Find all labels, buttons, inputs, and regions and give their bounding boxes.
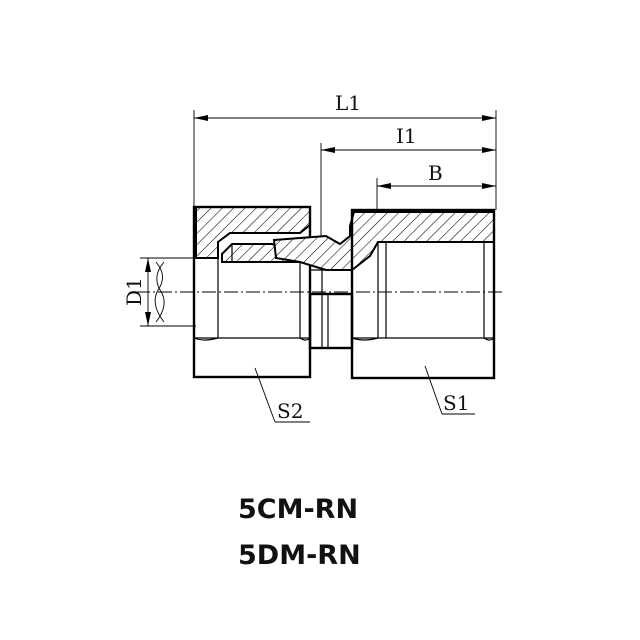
dimension-l1: L1 (193, 91, 497, 210)
dimension-i1: I1 (320, 124, 496, 262)
dimension-b: B (376, 161, 496, 212)
leader-s2: S2 (254, 367, 310, 423)
right-nut (350, 208, 496, 380)
dim-label-b: B (428, 161, 443, 185)
dim-label-l1: L1 (335, 91, 361, 115)
leader-s1: S1 (424, 365, 475, 415)
label-s2: S2 (277, 399, 303, 423)
central-body (272, 211, 495, 350)
part-number-2: 5DM-RN (238, 540, 361, 571)
part-number-1: 5CM-RN (238, 494, 358, 525)
label-s1: S1 (443, 391, 469, 415)
dim-label-i1: I1 (396, 124, 417, 148)
